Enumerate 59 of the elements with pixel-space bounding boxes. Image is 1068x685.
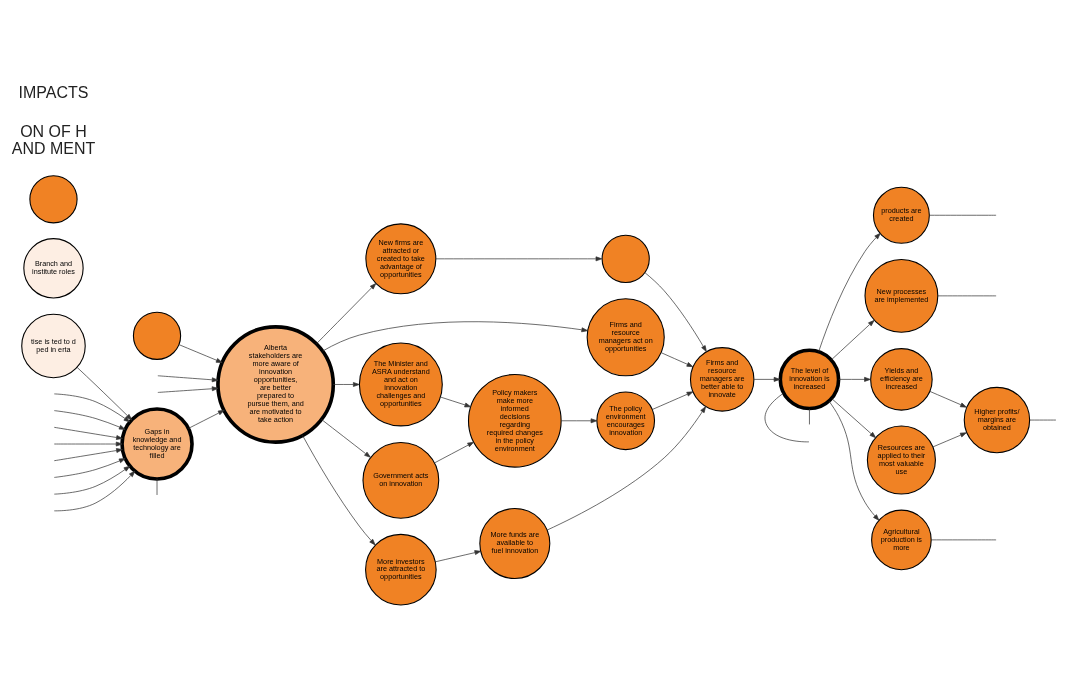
arrow: [435, 549, 482, 562]
node-circle: More funds are available to fuel innovation: [479, 507, 551, 579]
arrow: [560, 417, 598, 423]
arrow: [435, 255, 603, 261]
arrow: [831, 397, 876, 438]
arrow: [76, 366, 133, 422]
arrow: [831, 319, 875, 360]
arrow: [434, 441, 474, 463]
node-circle: New firms are attracted or created to take advantage of opportunities: [365, 222, 437, 294]
arrow: [178, 343, 223, 363]
arrow: [321, 418, 371, 458]
arrow: [322, 320, 588, 351]
arrow: [157, 374, 219, 382]
node-circle: tise is ted to d ped in erta: [21, 313, 86, 378]
arrow: [316, 282, 377, 344]
arrow: [440, 396, 472, 407]
node-circle: The level of innovation is increased: [778, 347, 841, 410]
arrow: [838, 376, 871, 382]
arrow: [302, 434, 376, 545]
node-circle: New processes are implemented: [864, 258, 939, 333]
node-circle: Firms and resource managers act on opportunities: [586, 297, 665, 376]
node-circle: [132, 311, 182, 360]
connector: [809, 408, 810, 425]
node-circle: The policy environment encourages innovation: [596, 390, 656, 450]
node-circle: Yields and efficiency are increased: [870, 347, 933, 411]
connector: [937, 295, 997, 296]
arrow: [332, 381, 360, 387]
node-circle: The Minister and ASRA understand and act on innovation challenges and opportunities: [358, 342, 443, 426]
node-circle: [29, 174, 78, 223]
node-circle: [601, 234, 650, 283]
arrow: [53, 457, 126, 478]
arrow: [828, 400, 880, 521]
node-circle: Higher profits/ margins are obtained: [963, 386, 1031, 453]
arrow: [53, 441, 123, 446]
connector: [764, 392, 810, 442]
arrow: [652, 391, 694, 410]
arrow: [818, 232, 881, 352]
arrow: [53, 393, 133, 422]
arrow: [753, 376, 781, 382]
arrow: [660, 351, 694, 367]
arrow: [53, 470, 136, 511]
arrow: [546, 405, 706, 530]
arrow: [53, 447, 123, 461]
connector: [1029, 419, 1057, 420]
arrow: [929, 390, 967, 408]
arrow: [157, 385, 219, 393]
connector: [928, 214, 997, 216]
arrow: [53, 465, 131, 494]
node-circle: Branch and institute roles: [23, 237, 84, 298]
arrow: [644, 271, 707, 352]
arrow: [53, 409, 126, 430]
node-circle: More investors are attracted to opportunities: [365, 533, 437, 605]
arrow: [188, 409, 225, 429]
label: IMPACTS: [18, 83, 89, 101]
arrow: [53, 426, 123, 440]
connector: [931, 539, 997, 540]
label: ON OF H AND MENT: [11, 122, 96, 157]
arrow: [932, 431, 967, 447]
connector: [156, 478, 158, 495]
